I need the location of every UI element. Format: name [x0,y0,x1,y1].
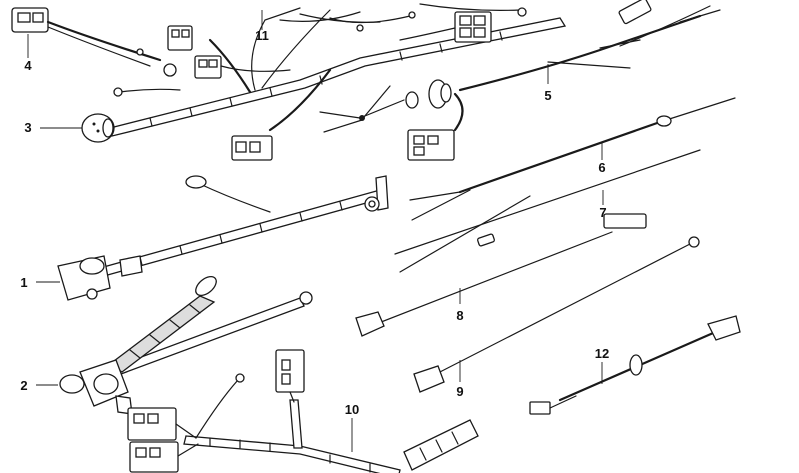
callout-10: 10 [345,402,359,417]
callout-8: 8 [456,308,463,323]
callout-3: 3 [24,120,31,135]
part-9-lead [413,236,700,393]
callout-7: 7 [599,205,606,220]
callout-4: 4 [24,58,32,73]
part-3-round-socket [40,113,115,143]
callout-1: 1 [20,275,27,290]
part-12-lead [529,315,741,415]
part-6-lead [409,97,736,221]
callout-9: 9 [456,384,463,399]
callout-11: 11 [255,28,269,43]
part-8-lead [355,213,647,337]
part-11-main-harness [109,3,567,161]
part-2-ground-cable [36,275,313,415]
part-7-fuse-lead [394,149,701,273]
callout-2: 2 [20,378,27,393]
part-10-lower-harness [127,349,479,473]
part-1-battery-cable [36,175,389,301]
callout-5: 5 [544,88,551,103]
part-5-grommet-lead [319,0,721,161]
callout-6: 6 [598,160,605,175]
part-4-lead [11,7,177,77]
callout-12: 12 [595,346,609,361]
